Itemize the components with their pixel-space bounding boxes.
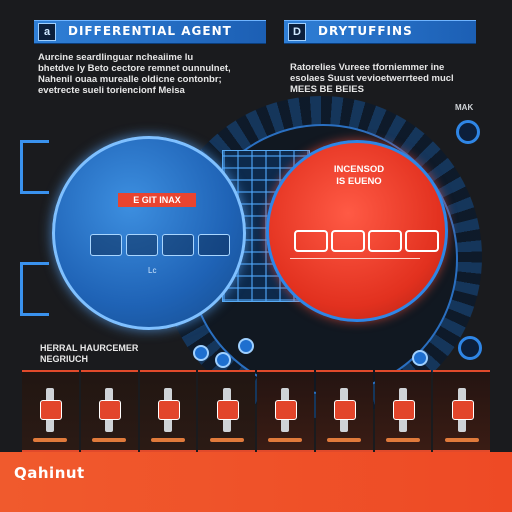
blue-segment — [198, 234, 230, 256]
component-cap-icon — [392, 400, 415, 420]
component-glow — [92, 438, 127, 442]
blue-circle-tag: E GIT INAX — [118, 193, 196, 207]
blue-status-circle — [52, 136, 246, 330]
component-panel[interactable] — [315, 370, 373, 452]
component-cap-icon — [334, 400, 357, 420]
blue-segment — [90, 234, 122, 256]
component-glow — [209, 438, 244, 442]
component-glow — [150, 438, 185, 442]
component-cap-icon — [157, 400, 180, 420]
red-segment — [331, 230, 365, 252]
header-right: D DRYTUFFINS — [284, 20, 476, 44]
red-circle-title: INCENSOD IS EUENO — [333, 164, 385, 187]
component-panel[interactable] — [80, 370, 138, 452]
component-panel[interactable] — [139, 370, 197, 452]
component-cap-icon — [451, 400, 474, 420]
description-left: Aurcine seardlinguar ncheaiime lu bhetdv… — [38, 52, 231, 96]
component-panel[interactable] — [374, 370, 432, 452]
section-label: HERRAL HAURCEMER NEGRIUCH — [40, 343, 139, 364]
component-glow — [444, 438, 479, 442]
component-panel[interactable] — [433, 370, 490, 452]
blue-circle-sub: Lc — [148, 266, 157, 275]
footer-band — [0, 452, 512, 512]
component-cap-icon — [216, 400, 239, 420]
component-glow — [33, 438, 68, 442]
node-icon — [193, 345, 209, 361]
red-segment — [405, 230, 439, 252]
blue-segment — [162, 234, 194, 256]
settings-icon[interactable] — [456, 120, 480, 144]
description-right: Ratorelies Vureee tforniemmer ine esolae… — [290, 62, 454, 95]
node-icon — [238, 338, 254, 354]
red-divider — [290, 258, 420, 259]
component-cap-icon — [275, 400, 298, 420]
component-glow — [268, 438, 303, 442]
refresh-icon[interactable] — [458, 336, 482, 360]
component-panels — [22, 370, 492, 452]
app-logo-icon: a — [38, 23, 56, 41]
component-cap-icon — [40, 400, 63, 420]
blue-segment — [126, 234, 158, 256]
header-left-title: DIFFERENTIAL AGENT — [68, 24, 232, 38]
component-panel[interactable] — [257, 370, 314, 452]
component-panel[interactable] — [22, 370, 79, 452]
header-left: a DIFFERENTIAL AGENT — [34, 20, 266, 44]
footer-logo: Qahinut — [14, 464, 85, 482]
red-segment — [294, 230, 328, 252]
component-glow — [327, 438, 362, 442]
blue-segment-row — [90, 234, 230, 256]
component-cap-icon — [99, 400, 122, 420]
component-panel[interactable] — [198, 370, 255, 452]
component-glow — [385, 438, 420, 442]
device-icon: D — [288, 23, 306, 41]
mini-label: MAK — [455, 103, 474, 112]
red-segment — [368, 230, 402, 252]
red-segment-row — [294, 230, 439, 252]
node-icon — [215, 352, 231, 368]
left-bracket — [20, 140, 49, 194]
node-icon — [412, 350, 428, 366]
header-right-title: DRYTUFFINS — [318, 24, 413, 38]
left-bracket-lower — [20, 262, 49, 316]
